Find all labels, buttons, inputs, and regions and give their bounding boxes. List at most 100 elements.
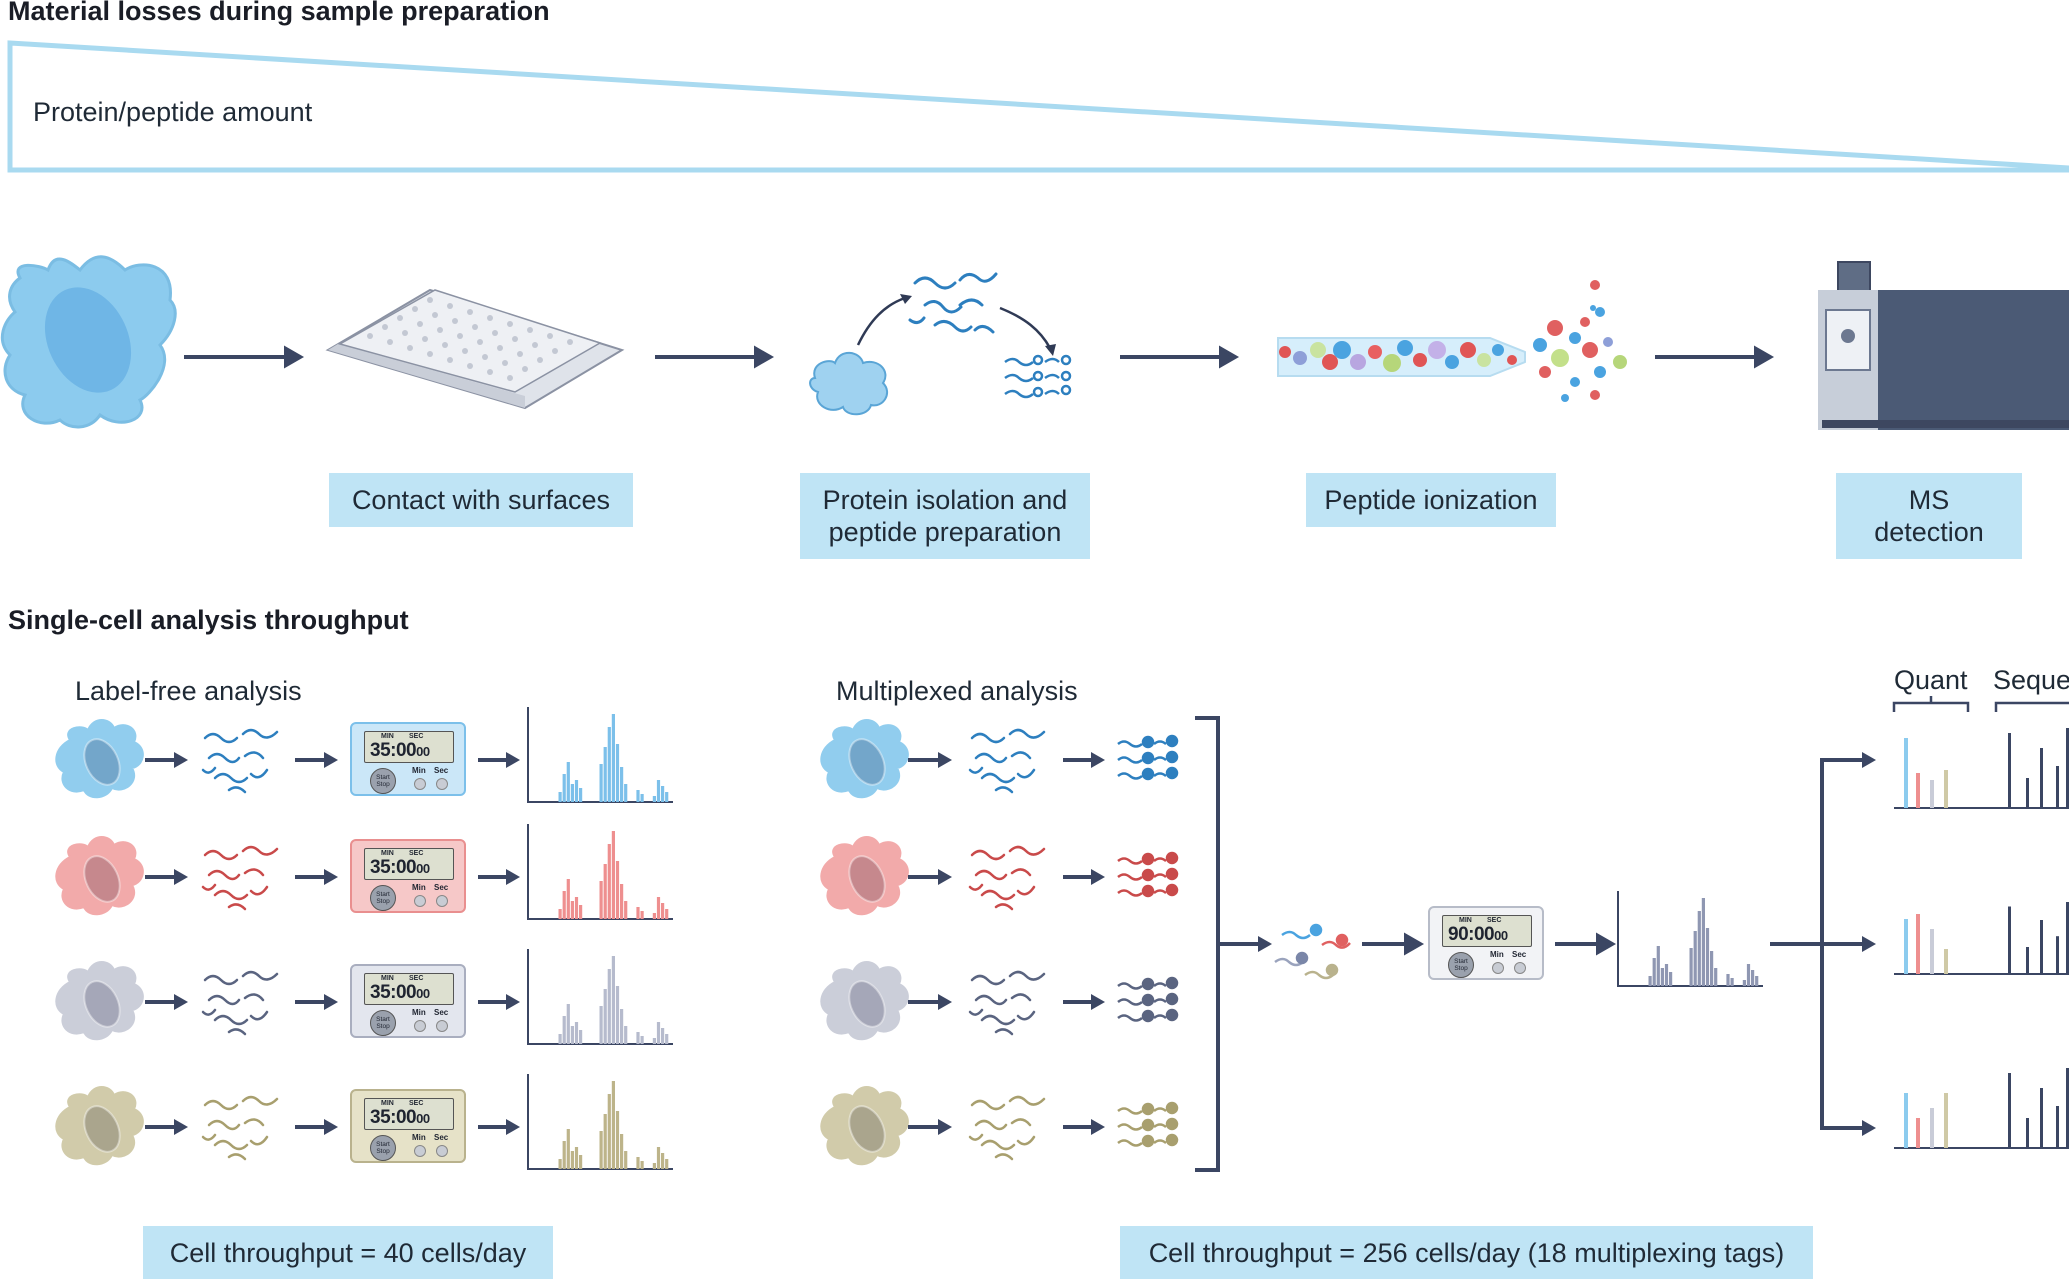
peptide-strands-icon [908,272,998,334]
tagged-peptides-icon [1117,976,1179,1023]
cell-icon [820,836,909,916]
timer-display: MIN SEC 35:0000 [364,848,454,880]
timer-sec-button [1514,962,1526,974]
peptide-strands-icon [201,845,279,911]
timer-sec-button [436,778,448,790]
timer-time: 35:0000 [370,982,430,1003]
timer-sec-label: SEC [1487,917,1502,924]
cell-icon [55,1086,144,1166]
peptide-strands-icon [968,1095,1046,1161]
flow-arrow-head [938,1119,952,1135]
timer-min-button [414,1145,426,1157]
curved-arrow-right [999,306,1052,349]
flow-arrow-head [1091,994,1105,1010]
flow-arrow-head [1091,869,1105,885]
sequence-bracket [1994,701,2069,712]
flow-arrow [1362,932,1822,956]
cell-icon [55,836,144,916]
timer-min-button-label: Min [412,1133,426,1142]
cell-icon [55,961,144,1041]
flow-arrow-head [938,869,952,885]
tagged-peptides-icon [1117,851,1179,898]
peptide-strands-icon [201,728,279,794]
label-free-histogram [527,824,673,920]
curved-arrow-left [856,296,906,346]
timer-start-stop-button: Start Stop [370,885,396,911]
quant-label: Quant [1894,665,1968,695]
section-title-material-losses: Material losses during sample preparatio… [8,0,550,26]
timer-sec-button-label: Sec [434,1133,449,1142]
timer-sec-button-label: Sec [434,766,449,775]
ion-spray-icon [1533,280,1627,402]
flow-arrow-head [506,994,520,1010]
curved-arrow-left-head [900,294,912,304]
wedge-label: Protein/peptide amount [33,97,313,127]
flow-arrow-head [324,869,338,885]
timer-display: MIN SEC 35:0000 [364,973,454,1005]
peptide-strands-icon [968,728,1046,794]
flow-arrow-head [1091,752,1105,768]
flow-arrow-head [506,869,520,885]
timer-start-stop-button: Start Stop [370,768,396,794]
reporter-spectra [1894,728,2069,1149]
step-label-contact-surfaces: Contact with surfaces [329,473,633,527]
flow-arrow-head [938,752,952,768]
timer-min-button-label: Min [412,1008,426,1017]
timer-min-button [414,778,426,790]
flow-arrow-head [324,994,338,1010]
timer-min-button [1492,962,1504,974]
flow-arrow-head [174,1119,188,1135]
timer-display: MIN SEC 35:0000 [364,731,454,763]
protein-clump-icon [809,351,889,416]
flow-arrow-head [1091,1119,1105,1135]
multiplexed-histogram-bars [1617,891,1763,987]
flow-arrow-head [174,752,188,768]
cell-icon [820,1086,909,1166]
label-free-timer: MIN SEC 35:0000 Start Stop Min Sec [350,722,466,796]
timer-min-label: MIN [381,975,394,982]
timer-min-button-label: Min [412,883,426,892]
label-free-throughput: Cell throughput = 40 cells/day [143,1226,553,1279]
microplate-icon [325,288,625,410]
cell-icon [820,719,909,799]
label-free-histogram [527,707,673,803]
timer-min-label: MIN [381,733,394,740]
flow-arrow-head [324,752,338,768]
peptide-strands-icon [201,970,279,1036]
step-label-protein-isolation: Protein isolation and peptide preparatio… [800,473,1090,559]
timer-sec-button [436,1145,448,1157]
timer-min-button-label: Min [412,766,426,775]
pooled-peptides-icon [1274,923,1351,980]
timer-start-stop-button: Start Stop [370,1010,396,1036]
timer-sec-label: SEC [409,850,424,857]
timer-time: 35:0000 [370,857,430,878]
multiplexed-title: Multiplexed analysis [836,676,1078,706]
timer-sec-label: SEC [409,733,424,740]
section-title-throughput: Single-cell analysis throughput [8,605,409,635]
peptide-strands-icon [968,970,1046,1036]
timer-sec-button [436,895,448,907]
sequence-label: Seque [1993,665,2069,695]
label-free-title: Label-free analysis [75,676,302,706]
protein-amount-wedge [7,40,2069,173]
timer-min-label: MIN [1459,917,1472,924]
timer-sec-button-label: Sec [1512,950,1527,959]
timer-display: MIN SEC 90:0000 [1442,915,1532,947]
label-free-histogram [527,1074,673,1170]
timer-display: MIN SEC 35:0000 [364,1098,454,1130]
label-free-timer: MIN SEC 35:0000 Start Stop Min Sec [350,964,466,1038]
label-free-timer: MIN SEC 35:0000 Start Stop Min Sec [350,1089,466,1163]
flow-arrow-head [506,752,520,768]
timer-start-stop-button: Start Stop [370,1135,396,1161]
flow-arrow-head [324,1119,338,1135]
timer-sec-button-label: Sec [434,1008,449,1017]
tagged-peptides-icon [1117,734,1179,781]
quant-bracket [1892,696,1970,712]
timer-min-label: MIN [381,1100,394,1107]
timer-min-button [414,895,426,907]
flow-arrow [184,345,1775,369]
timer-start-stop-button: Start Stop [1448,952,1474,978]
peptide-strands-icon [201,1095,279,1161]
label-free-histogram [527,949,673,1045]
fanout-arrows [1820,758,1865,1130]
